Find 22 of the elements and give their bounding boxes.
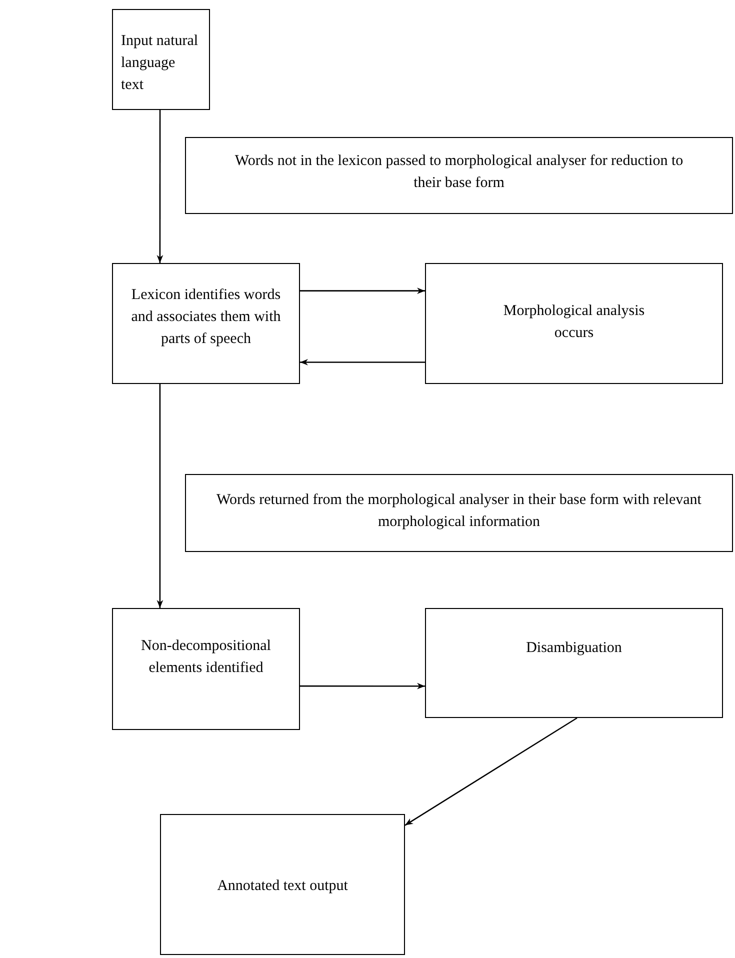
- node-text: Lexicon identifies words and associates them with parts of speech: [130, 286, 282, 349]
- arrow: [156, 110, 164, 263]
- output-box: [160, 814, 405, 955]
- arrow: [300, 682, 425, 690]
- arrow: [300, 288, 425, 294]
- note-box: [185, 137, 733, 214]
- process-box: [425, 263, 723, 384]
- arrow: [156, 384, 164, 608]
- node-text: Disambiguation: [525, 639, 623, 658]
- node-text: Words not in the lexicon passed to morphological analyser for reduction to their base form: [234, 152, 684, 193]
- process-box: [112, 608, 300, 730]
- node-text: Annotated text output: [216, 877, 349, 896]
- process-box: [112, 9, 210, 110]
- node-text: Morphological analysis occurs: [502, 302, 646, 343]
- process-box: [425, 608, 723, 718]
- process-box: [112, 263, 300, 384]
- arrow: [404, 717, 578, 826]
- node-text: Input natural language text: [121, 32, 200, 95]
- node-text: Non-decompositional elements identified: [140, 637, 272, 678]
- note-box: [185, 474, 733, 552]
- node-text: Words returned from the morphological analyser in their base form with relevant morphological information: [216, 491, 702, 532]
- arrow: [300, 359, 425, 366]
